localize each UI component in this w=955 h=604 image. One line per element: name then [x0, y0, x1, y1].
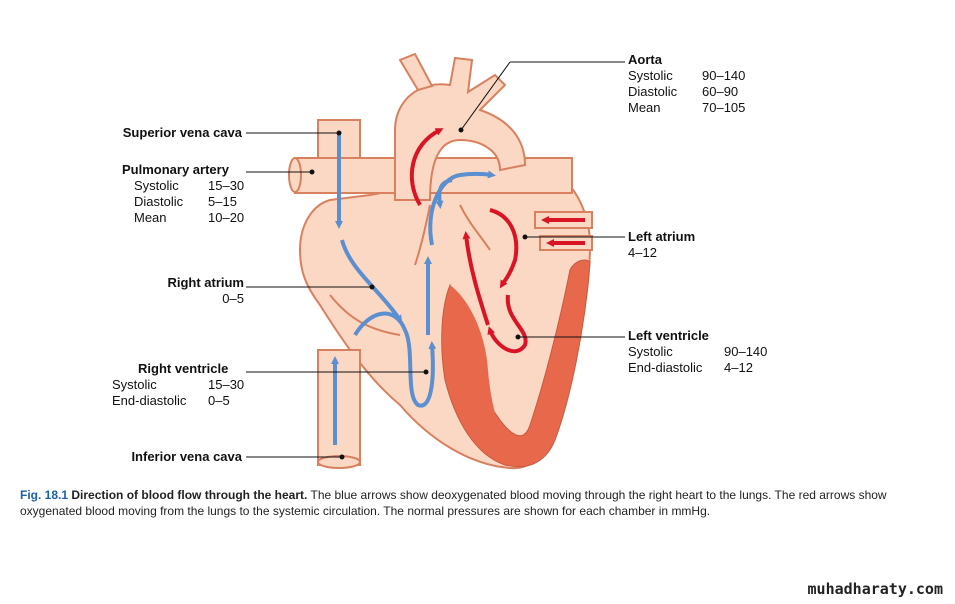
- blue-arrow-pa: [428, 170, 496, 246]
- septum: [448, 285, 505, 440]
- blue-arrow-ra: [340, 239, 403, 324]
- superior-vena-cava-label: Superior vena cava: [122, 125, 242, 140]
- red-arrow-aorta: [409, 128, 444, 207]
- leader-lines: [246, 61, 625, 460]
- inferior-vena-cava-label: Inferior vena cava: [131, 449, 242, 464]
- ivc-opening: [317, 455, 361, 469]
- figure-caption: Fig. 18.1 Direction of blood flow throug…: [20, 487, 935, 519]
- left-atrium-label: Left atrium 4–12: [628, 229, 696, 260]
- inferior-vena-cava-shape: [317, 349, 361, 466]
- figure-number: Fig. 18.1: [20, 488, 69, 502]
- red-arrow-la: [489, 208, 519, 289]
- figure-title: Direction of blood flow through the hear…: [71, 488, 308, 502]
- watermark: muhadharaty.com: [807, 580, 943, 598]
- figure-text: The blue arrows show deoxygenated blood …: [20, 488, 887, 518]
- blue-arrow-ra2: [353, 311, 437, 408]
- red-arrow-lv: [487, 294, 528, 354]
- red-arrow-lv2: [462, 231, 490, 326]
- right-atrium-label: Right atrium 0–5: [167, 275, 244, 306]
